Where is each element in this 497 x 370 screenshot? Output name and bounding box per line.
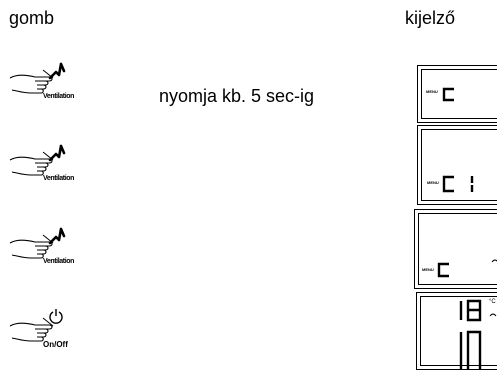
step-3-button[interactable]: Ventilation bbox=[9, 227, 89, 273]
fan-icon bbox=[48, 227, 66, 245]
pressing-hand-icon bbox=[9, 317, 54, 342]
step-2-button[interactable]: Ventilation bbox=[9, 144, 89, 190]
lcd-display-step-1: MENU bbox=[417, 65, 497, 123]
button-label: Ventilation bbox=[43, 175, 74, 182]
step-1-button[interactable]: Ventilation bbox=[9, 62, 89, 108]
lcd-display-step-3: MENU bbox=[414, 209, 497, 289]
press-duration-note: nyomja kb. 5 sec-ig bbox=[159, 86, 315, 106]
power-icon bbox=[49, 309, 63, 324]
lcd-display-step-2: MENU bbox=[417, 125, 497, 205]
lcd-display-step-4: °C bbox=[416, 292, 497, 370]
fan-icon bbox=[48, 144, 66, 162]
button-label: Ventilation bbox=[43, 258, 74, 265]
step-4-button[interactable]: On/Off bbox=[9, 309, 89, 356]
temperature-digits bbox=[457, 298, 487, 324]
button-label: On/Off bbox=[43, 340, 68, 349]
fan-icon bbox=[48, 62, 66, 80]
fan-level-digits bbox=[457, 329, 487, 369]
fan-symbol-icon bbox=[491, 258, 497, 263]
menu-indicator: MENU bbox=[426, 89, 438, 94]
fan-symbol-icon bbox=[489, 312, 497, 317]
segment-digit-c bbox=[442, 86, 456, 102]
temperature-unit: °C bbox=[489, 299, 496, 305]
segment-digit-c bbox=[437, 260, 451, 278]
menu-indicator: MENU bbox=[422, 267, 434, 272]
button-label: Ventilation bbox=[43, 93, 74, 100]
segment-digits-c1 bbox=[442, 173, 482, 193]
menu-indicator: MENU bbox=[427, 180, 439, 185]
display-column-header: kijelző bbox=[405, 8, 456, 28]
button-column-header: gomb bbox=[9, 8, 55, 28]
